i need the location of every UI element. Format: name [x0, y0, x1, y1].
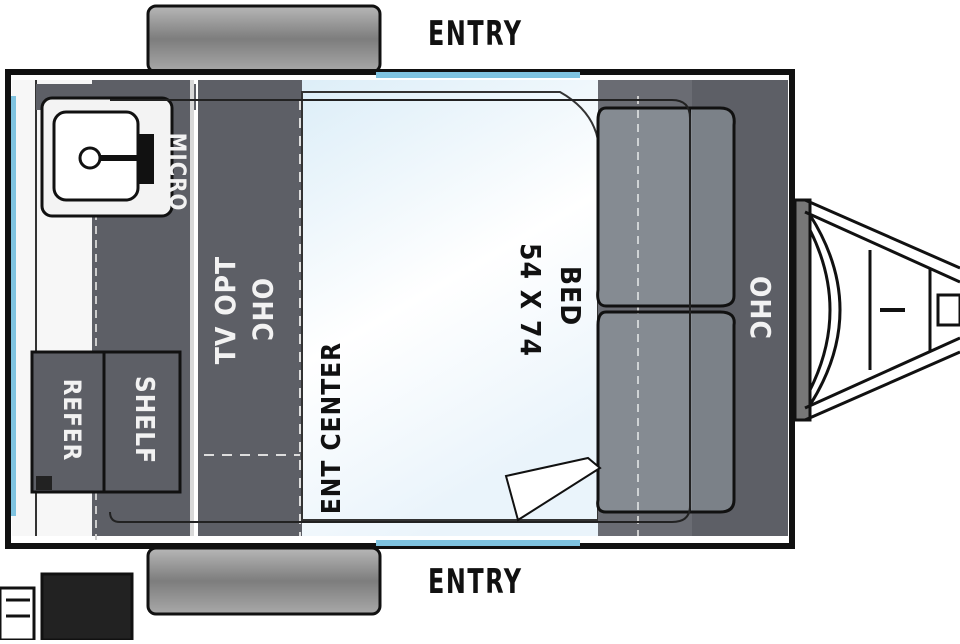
window-bottom	[376, 540, 580, 546]
bed-cushions	[596, 106, 736, 514]
sink	[40, 96, 174, 218]
tv-ohc-cabinet	[198, 80, 302, 536]
partial-object-bottom-left	[0, 572, 134, 642]
entry-bottom-label: ENTRY	[428, 562, 523, 602]
shelf-label: SHELF	[129, 375, 159, 465]
tire-top	[146, 4, 382, 74]
window-top	[376, 72, 580, 78]
refer-label: REFER	[58, 378, 86, 462]
ohc-left-label: OHC	[246, 278, 279, 342]
ohc-right-cabinet	[690, 80, 788, 536]
bed-label: BED	[554, 265, 587, 327]
tire-bottom	[146, 546, 382, 616]
entry-top-label: ENTRY	[428, 14, 523, 54]
tv-opt-label: TV OPT	[209, 255, 242, 365]
refer-shelf-unit	[30, 350, 182, 494]
hitch-tongue	[793, 198, 960, 422]
micro-label: MICRO	[164, 132, 189, 212]
bed-wedge	[504, 456, 602, 522]
window-left	[11, 96, 16, 516]
ent-center-label: ENT CENTER	[317, 341, 347, 515]
ohc-right-label: OHC	[744, 276, 777, 340]
bed-size-label: 54 X 74	[514, 242, 547, 358]
